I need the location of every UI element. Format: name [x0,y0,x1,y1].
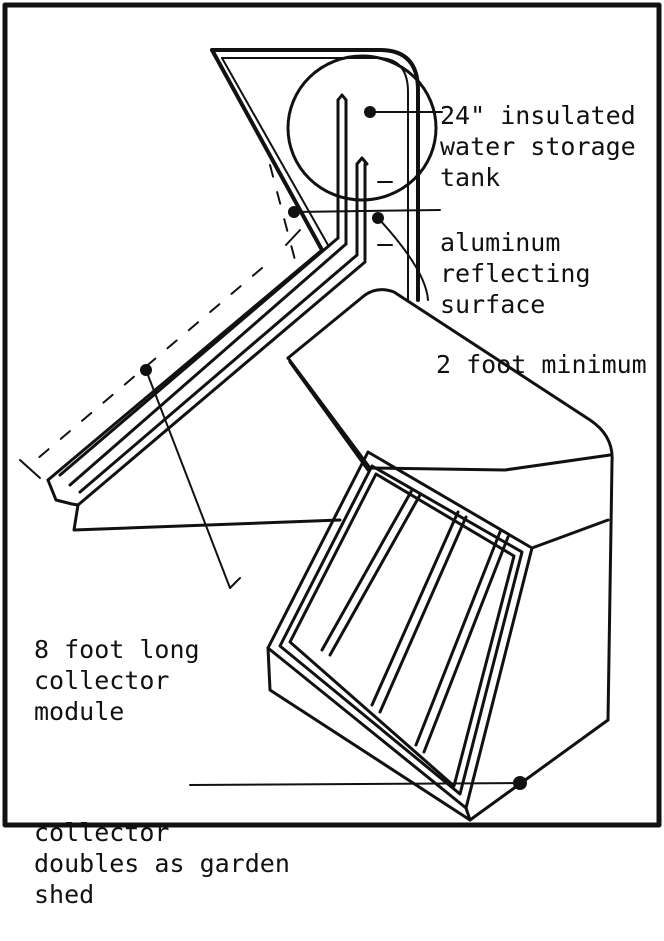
label-minimum: 2 foot minimum [436,350,647,379]
diagram-drawing [2,2,662,828]
garden-shed [286,288,614,722]
collector-panel [266,450,534,810]
reflector-housing [210,48,420,302]
riser-pipes [336,93,369,262]
shed-base [266,518,610,822]
leader-dots [140,106,527,790]
dimension-ticks [19,181,393,479]
collector-module-side [46,236,367,532]
storage-tank [286,54,438,202]
panel-mullions [320,488,510,754]
leader-lines [145,111,521,786]
reflector-housing-inner [221,57,409,301]
diagram-border [2,2,662,828]
